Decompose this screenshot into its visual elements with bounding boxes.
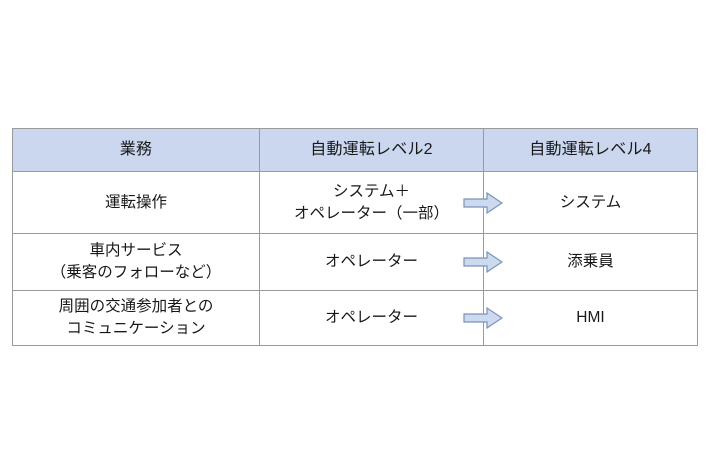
table-row: 周囲の交通参加者との コミュニケーション オペレーター bbox=[12, 290, 698, 346]
cell-level4-in-vehicle-service: 添乗員 bbox=[483, 233, 698, 291]
cell-task-in-vehicle-service: 車内サービス （乗客のフォローなど） bbox=[12, 233, 260, 291]
cell-line: 運転操作 bbox=[104, 193, 167, 211]
cell-line: 車内サービス bbox=[89, 242, 183, 259]
cell-line: オペレーター bbox=[324, 309, 418, 326]
cell-line: HMI bbox=[576, 309, 605, 326]
automated-driving-level-comparison-table: 業務 自動運転レベル2 自動運転レベル4 運転操作 システム＋ オペレーター（一… bbox=[12, 128, 698, 346]
cell-level2-driving-operation: システム＋ オペレーター（一部） bbox=[259, 171, 503, 234]
table-header-row: 業務 自動運転レベル2 自動運転レベル4 bbox=[12, 128, 698, 172]
comparison-table-container: 業務 自動運転レベル2 自動運転レベル4 運転操作 システム＋ オペレーター（一… bbox=[12, 128, 698, 346]
cell-level2-communication: オペレーター bbox=[259, 290, 503, 346]
cell-line: システム＋ bbox=[332, 182, 411, 200]
column-header-level2: 自動運転レベル2 bbox=[259, 128, 484, 172]
cell-text-lines: オペレーター bbox=[264, 307, 479, 329]
cell-text-lines: システム bbox=[488, 192, 693, 214]
cell-line: 添乗員 bbox=[567, 253, 614, 270]
cell-line: 周囲の交通参加者との bbox=[58, 298, 214, 315]
column-header-level4: 自動運転レベル4 bbox=[483, 128, 698, 172]
cell-level2-in-vehicle-service: オペレーター bbox=[259, 233, 503, 291]
cell-text-lines: システム＋ オペレーター（一部） bbox=[264, 181, 479, 225]
cell-task-communication: 周囲の交通参加者との コミュニケーション bbox=[12, 290, 260, 346]
table-row: 運転操作 システム＋ オペレーター（一部） bbox=[12, 171, 698, 234]
cell-task-driving-operation: 運転操作 bbox=[12, 171, 260, 234]
cell-line: オペレーター bbox=[324, 253, 418, 270]
cell-line: （乗客のフォローなど） bbox=[50, 264, 222, 281]
cell-line: システム bbox=[559, 193, 622, 211]
cell-text-lines: 周囲の交通参加者との コミュニケーション bbox=[17, 296, 255, 340]
cell-line: オペレーター（一部） bbox=[293, 204, 449, 222]
cell-level4-driving-operation: システム bbox=[483, 171, 698, 234]
cell-text-lines: 車内サービス （乗客のフォローなど） bbox=[17, 240, 255, 284]
cell-line: コミュニケーション bbox=[66, 320, 206, 337]
cell-text-lines: HMI bbox=[488, 307, 693, 329]
cell-text-lines: オペレーター bbox=[264, 251, 479, 273]
cell-text-lines: 添乗員 bbox=[488, 251, 693, 273]
column-header-task: 業務 bbox=[12, 128, 260, 172]
cell-text-lines: 運転操作 bbox=[17, 192, 255, 214]
cell-level4-communication-highlighted: HMI bbox=[483, 290, 698, 346]
table-row: 車内サービス （乗客のフォローなど） オペレーター bbox=[12, 233, 698, 291]
